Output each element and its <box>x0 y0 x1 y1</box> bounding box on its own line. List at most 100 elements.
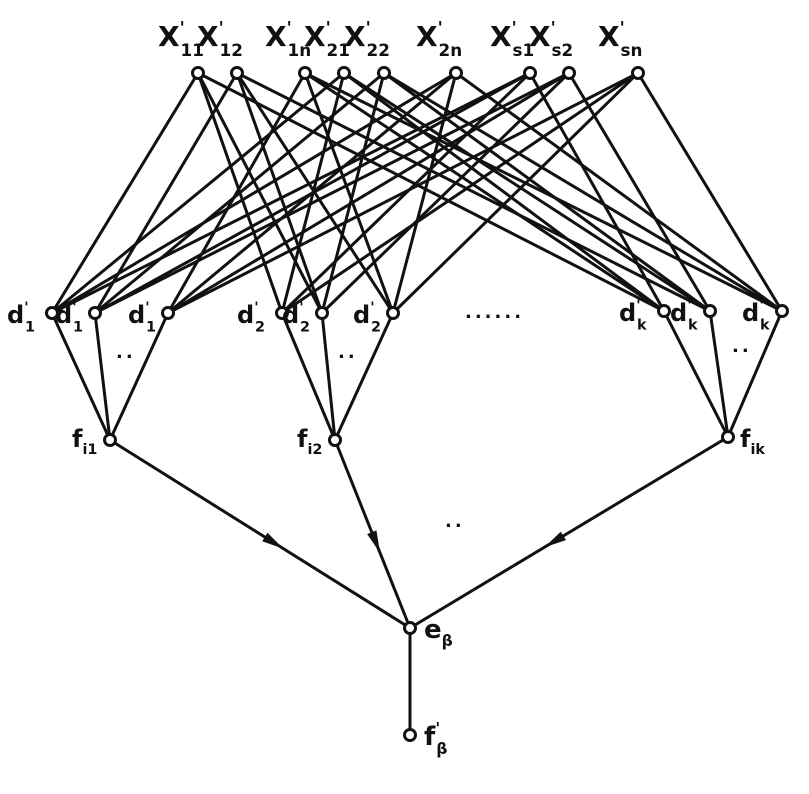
d-node-label-base: d <box>7 301 24 329</box>
f-node-label-subscript: i1 <box>82 442 97 458</box>
d-node <box>161 306 175 320</box>
d-node-label-prime: ' <box>370 300 374 316</box>
edge-d-f <box>662 310 730 438</box>
x-node <box>449 66 463 80</box>
edge-d-f <box>93 312 112 441</box>
arrowhead-icon <box>544 531 566 548</box>
output-node <box>403 728 417 742</box>
d-node-label-subscript: 2 <box>300 319 310 335</box>
edge-x-d <box>304 71 783 313</box>
output-node-label-subscript: β <box>436 740 447 758</box>
x-node-label-subscript: 2n <box>439 40 463 60</box>
d-node-label-subscript: 1 <box>146 319 156 335</box>
edge-x-d <box>51 71 457 315</box>
x-node <box>337 66 351 80</box>
edge-d-f <box>708 310 730 438</box>
x-node-label: X'21 <box>304 17 350 59</box>
d-node-label: d'k <box>670 298 698 333</box>
f-node-label: fi1 <box>72 425 97 458</box>
edge-d-f <box>726 310 784 438</box>
x-node-label-base: X <box>265 20 287 53</box>
output-node-label-base: f <box>424 722 436 752</box>
d-node-label-prime: ' <box>24 300 28 316</box>
nodes <box>45 66 789 742</box>
d-node-label: d'2 <box>282 300 310 335</box>
d-node <box>775 304 789 318</box>
d-node <box>275 306 289 320</box>
f-node-label-base: f <box>297 425 308 453</box>
e-node <box>403 621 417 635</box>
edge-x-d <box>94 71 531 315</box>
d-node-label-base: d <box>55 301 72 329</box>
f-node <box>328 433 342 447</box>
x-node-label: X' 12 <box>197 17 243 59</box>
x-node-label: X'1n <box>265 17 311 59</box>
x-node <box>298 66 312 80</box>
ellipsis-d-groups: ...... <box>465 302 524 323</box>
edge-d-f <box>108 312 170 441</box>
edge-x-d <box>236 71 711 313</box>
x-node-label-prime: ' <box>326 17 331 37</box>
d-node-label-prime: ' <box>636 298 640 314</box>
edge-x-d <box>50 72 200 314</box>
d-node <box>315 306 329 320</box>
f-node-label-base: f <box>72 425 83 453</box>
d-node-label-base: d <box>353 301 370 329</box>
d-node-label-subscript: 2 <box>255 319 265 335</box>
e-node-label-subscript: β <box>442 632 453 650</box>
output-node-label-prime: ' <box>435 719 440 737</box>
d-node-label-subscript: 1 <box>73 319 83 335</box>
d-node-label: d'1 <box>55 300 83 335</box>
edge-x-d <box>320 71 571 315</box>
edge-x-d <box>567 72 712 312</box>
edge-x-d <box>343 71 711 313</box>
x-node-label-base: X <box>416 20 438 53</box>
edge-x-d <box>528 72 666 312</box>
d-node <box>88 306 102 320</box>
f-node <box>721 430 735 444</box>
x-node <box>523 66 537 80</box>
edge-x-d <box>383 71 711 313</box>
edge-f-e <box>109 438 411 630</box>
d-node-label-base: d <box>282 301 299 329</box>
x-node-label-prime: ' <box>219 17 224 37</box>
edge-d-f <box>280 312 337 441</box>
x-node-label-subscript: s1 <box>513 40 535 60</box>
edge-d-f <box>320 312 337 441</box>
x-node-label: X's1 <box>490 17 534 59</box>
edge-x-d <box>391 71 640 315</box>
edge-x-d <box>281 71 639 315</box>
output-node-label: f' β <box>424 719 447 758</box>
x-node-label-prime: ' <box>366 17 371 37</box>
edge-x-d <box>196 72 284 314</box>
edge-f-e <box>409 435 729 630</box>
x-node-label: X'sn <box>598 17 642 59</box>
x-node <box>377 66 391 80</box>
x-node-label-subscript: 11 <box>181 40 204 60</box>
edge-x-d <box>235 72 324 314</box>
x-node-label-subscript: 12 <box>220 40 243 60</box>
d-node-label-prime: ' <box>254 300 258 316</box>
x-node-label: X'22 <box>344 17 390 59</box>
edge-x-d <box>320 72 386 314</box>
arrowhead-icon <box>262 532 284 549</box>
d-node-label-base: d <box>670 299 687 327</box>
x-node-label-base: X <box>598 20 620 53</box>
edge-x-d <box>51 71 345 315</box>
edge-x-d <box>455 71 783 313</box>
d-node-label: d' k <box>619 298 647 333</box>
f-node-label: fik <box>740 425 765 458</box>
x-node-label-prime: ' <box>180 17 185 37</box>
edge-d-f <box>333 312 395 441</box>
arrowhead-icon <box>367 530 380 553</box>
e-node-label: eβ <box>424 615 453 650</box>
edge-x-d <box>167 71 570 315</box>
edge-d-f <box>50 312 112 441</box>
x-node-label-base: X <box>529 20 551 53</box>
x-node-label-base: X <box>197 20 219 53</box>
d-node-label-subscript: k <box>637 317 647 333</box>
d-node-label: d'1 <box>128 300 156 335</box>
x-node-label-base: X <box>158 20 180 53</box>
d-node-label-base: d <box>619 299 636 327</box>
